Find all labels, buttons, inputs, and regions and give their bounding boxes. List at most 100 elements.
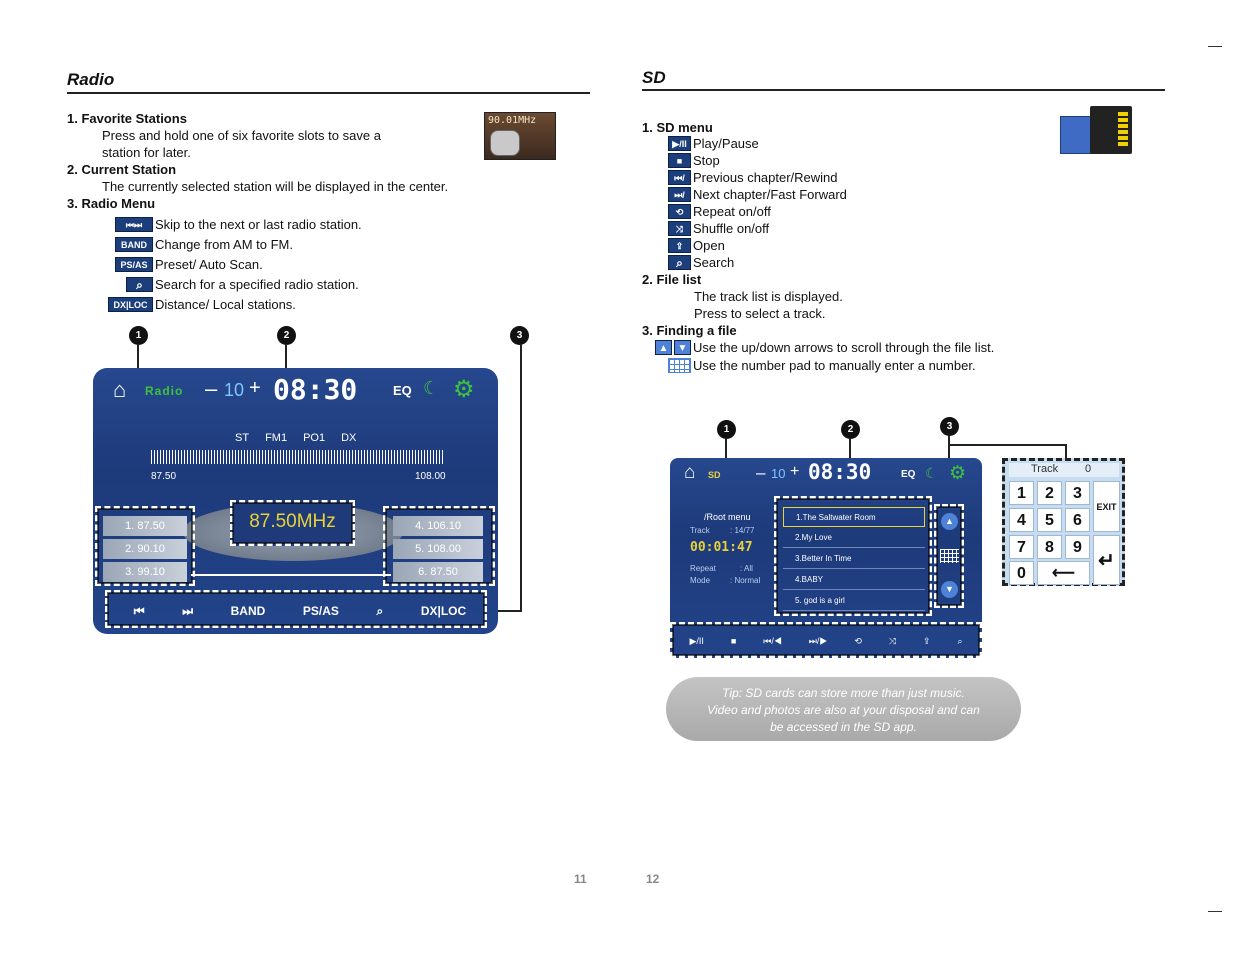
track-item[interactable]: 3.Better In Time — [783, 549, 925, 569]
volume-value: 10 — [224, 380, 245, 400]
radio-menu-buttons: ⏮ ⏭ BAND PS/AS ⌕ DX|LOC — [115, 604, 485, 619]
keypad-label: Track — [1031, 463, 1059, 475]
callout-line — [484, 610, 522, 612]
dx-loc-icon: DX|LOC — [108, 296, 153, 312]
search-button[interactable]: ⌕ — [957, 636, 963, 646]
indicators: ST FM1 PO1 DX — [235, 432, 356, 444]
play-pause-icon: ▶/II — [668, 136, 691, 151]
text-line: The currently selected station will be d… — [102, 179, 449, 194]
volume-up-button[interactable]: + — [249, 377, 261, 399]
key-7[interactable]: 7 — [1009, 535, 1034, 559]
open-button[interactable]: ⇪ — [923, 636, 931, 646]
volume-down-button[interactable]: – — [205, 376, 218, 401]
tip-banner: Tip: SD cards can store more than just m… — [666, 677, 1021, 741]
exit-key[interactable]: EXIT — [1093, 481, 1120, 532]
key-4[interactable]: 4 — [1009, 508, 1034, 532]
track-item[interactable]: 4.BABY — [783, 570, 925, 590]
next-station-button[interactable]: ⏭ — [182, 604, 194, 618]
tip-line: Tip: SD cards can store more than just m… — [722, 686, 965, 700]
keypad-value: 0 — [1085, 463, 1092, 475]
legend-text: Use the up/down arrows to scroll through… — [693, 340, 995, 355]
stop-button[interactable]: ■ — [730, 636, 737, 646]
search-icon: ⌕ — [668, 255, 691, 270]
callout-3: 3 — [510, 326, 529, 345]
scroll-down-button[interactable]: ▼ — [941, 581, 958, 598]
text-line: Press to select a track. — [694, 306, 826, 321]
eq-button[interactable]: EQ — [393, 383, 412, 398]
radio-menu-legend: ⏮⏭Skip to the next or last radio station… — [108, 214, 362, 314]
number-pad-button[interactable] — [940, 549, 959, 563]
key-3[interactable]: 3 — [1065, 481, 1090, 505]
key-6[interactable]: 6 — [1065, 508, 1090, 532]
dx-loc-button[interactable]: DX|LOC — [420, 604, 467, 618]
preset-4[interactable]: 4. 106.10 — [393, 516, 483, 536]
section-current: 2. Current Station — [67, 162, 177, 177]
moon-icon[interactable]: ☾ — [423, 378, 440, 398]
skip-icon: ⏮⏭ — [115, 216, 153, 232]
section-sd-menu: 1. SD menu — [642, 120, 713, 135]
sd-title: SD — [642, 68, 666, 87]
title-rule — [67, 92, 590, 94]
home-icon[interactable]: ⌂ — [113, 377, 127, 402]
preset-1[interactable]: 1. 87.50 — [103, 516, 187, 536]
track-item[interactable]: 2.My Love — [783, 528, 925, 548]
folder-path[interactable]: /Root menu — [704, 512, 751, 522]
fast-forward-button[interactable]: ⏭/▶ — [808, 636, 828, 646]
enter-key[interactable]: ↵ — [1093, 535, 1120, 585]
band-button[interactable]: BAND — [230, 604, 266, 618]
indicator: DX — [341, 432, 357, 444]
callout-1: 1 — [129, 326, 148, 345]
shuffle-button[interactable]: ⤨ — [888, 636, 897, 646]
preset-3[interactable]: 3. 99.10 — [103, 562, 187, 582]
rewind-button[interactable]: ⏮/◀ — [763, 636, 782, 646]
radio-thumbnail: 90.01MHz — [484, 112, 556, 160]
keypad-display: Track 0 — [1009, 463, 1119, 477]
preset-6[interactable]: 6. 87.50 — [393, 562, 483, 582]
mode-label: Mode — [690, 576, 711, 585]
volume-down-button[interactable]: – — [756, 463, 766, 482]
scroll-up-button[interactable]: ▲ — [941, 513, 958, 530]
key-5[interactable]: 5 — [1037, 508, 1062, 532]
gear-icon[interactable]: ⚙ — [453, 376, 475, 403]
text-line: The track list is displayed. — [694, 289, 843, 304]
gear-icon[interactable]: ⚙ — [949, 463, 967, 484]
legend-row: ▲▼ Use the up/down arrows to scroll thro… — [655, 339, 994, 356]
app-label: SD — [708, 470, 721, 480]
app-label: Radio — [145, 384, 184, 398]
key-8[interactable]: 8 — [1037, 535, 1062, 559]
preset-2[interactable]: 2. 90.10 — [103, 539, 187, 559]
key-2[interactable]: 2 — [1037, 481, 1062, 505]
radio-title: Radio — [67, 70, 115, 89]
ps-as-button[interactable]: PS/AS — [302, 604, 339, 618]
play-pause-button[interactable]: ▶/II — [689, 636, 704, 646]
search-button[interactable]: ⌕ — [376, 604, 384, 618]
sd-menu-buttons: ▶/II ■ ⏮/◀ ⏭/▶ ⟲ ⤨ ⇪ ⌕ — [676, 636, 976, 647]
home-icon[interactable]: ⌂ — [684, 462, 696, 483]
backspace-key[interactable]: ⟵ — [1037, 561, 1090, 585]
prev-station-button[interactable]: ⏮ — [133, 604, 145, 618]
indicator: PO1 — [303, 432, 326, 444]
frequency-scale[interactable] — [151, 450, 445, 464]
moon-icon[interactable]: ☾ — [925, 465, 938, 481]
section-file-list: 2. File list — [642, 272, 702, 287]
current-frequency: 87.50MHz — [249, 511, 336, 532]
key-0[interactable]: 0 — [1009, 561, 1034, 585]
legend-text: Play/Pause — [693, 136, 759, 151]
fast-forward-icon: ⏭/ — [668, 187, 691, 202]
legend-row: Use the number pad to manually enter a n… — [668, 357, 976, 374]
track-item[interactable]: 1.The Saltwater Room — [783, 507, 925, 527]
eq-button[interactable]: EQ — [901, 469, 916, 480]
crop-mark — [1208, 46, 1222, 47]
rewind-icon: ⏮/ — [668, 170, 691, 185]
repeat-button[interactable]: ⟲ — [854, 636, 862, 646]
preset-5[interactable]: 5. 108.00 — [393, 539, 483, 559]
legend-text: Change from AM to FM. — [155, 236, 293, 252]
repeat-value: : All — [740, 564, 753, 573]
track-item[interactable]: 5. god is a girl — [783, 591, 925, 611]
page-number-left: 11 — [574, 872, 587, 886]
key-1[interactable]: 1 — [1009, 481, 1034, 505]
callout-3: 3 — [940, 417, 959, 436]
text-line: Press and hold one of six favorite slots… — [102, 128, 381, 143]
key-9[interactable]: 9 — [1065, 535, 1090, 559]
volume-up-button[interactable]: + — [790, 463, 800, 480]
